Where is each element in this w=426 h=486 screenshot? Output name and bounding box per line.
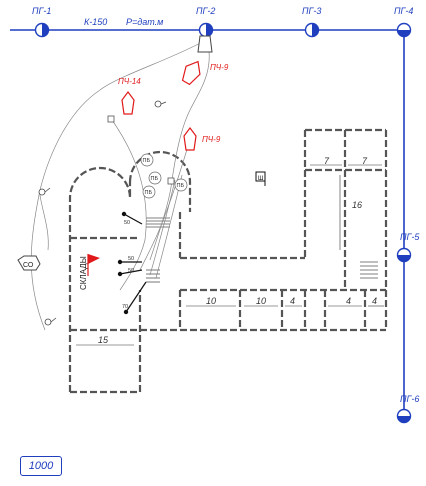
main-pipe-note: Р=дат.м	[126, 17, 163, 27]
hydrant-pg1: ПГ-1	[32, 6, 51, 38]
pump-icon	[197, 35, 213, 53]
nozzle-label: 50	[128, 256, 134, 262]
nozzle-label: 50	[124, 220, 130, 226]
dim-label: 4	[372, 296, 377, 306]
water-source: СО	[17, 255, 41, 271]
dim-label: 4	[290, 296, 295, 306]
water-source-label: СО	[23, 262, 34, 269]
truck-pch9-top: ПЧ-9	[181, 60, 229, 86]
dim-label: 4	[346, 296, 351, 306]
building-label: СКЛАДЫ	[79, 256, 88, 290]
dim-label: 16	[352, 200, 362, 210]
nozzle-label: 70	[122, 304, 128, 310]
hydrant-label: ПГ-3	[302, 6, 321, 16]
dim-label: 10	[256, 296, 266, 306]
hydrant-label: ПГ-5	[400, 232, 420, 242]
hydrant-label: ПГ-4	[394, 6, 413, 16]
truck-pch9-mid: ПЧ-9	[183, 127, 221, 151]
truck-pch14: ПЧ-14	[118, 77, 141, 115]
sleeve-label: ПБ	[177, 183, 185, 189]
dim-label: 7	[324, 156, 330, 166]
hydrant-pg4: ПГ-4	[394, 6, 413, 38]
hydrant-label: ПГ-6	[400, 394, 419, 404]
hydrant-label: ПГ-2	[196, 6, 215, 16]
dimension-lines	[76, 164, 384, 346]
hydrant-pg5: ПГ-5	[396, 232, 420, 263]
command-post-icon: Ш	[255, 171, 266, 186]
lamp-icons	[38, 100, 167, 326]
scale-label: 1000	[20, 456, 62, 476]
main-pipe-label: К-150	[84, 17, 107, 27]
fire-flag-icon	[87, 254, 100, 276]
hydrant-pg2: ПГ-2	[196, 6, 215, 38]
dim-label: 10	[206, 296, 216, 306]
nozzles	[117, 211, 147, 315]
nozzle-label: 50	[128, 268, 134, 274]
stairs	[146, 217, 378, 283]
hydrant-pg3: ПГ-3	[302, 6, 321, 38]
svg-text:Ш: Ш	[258, 176, 264, 182]
dim-label: 7	[362, 156, 368, 166]
sleeve-label: ПБ	[143, 158, 151, 164]
truck-label: ПЧ-14	[118, 77, 141, 86]
truck-label: ПЧ-9	[202, 135, 221, 144]
dim-label: 15	[98, 335, 109, 345]
sleeve-label: ПБ	[151, 176, 159, 182]
hydrant-label: ПГ-1	[32, 6, 51, 16]
building-walls	[68, 128, 388, 394]
sleeve-markers: ПБ ПБ ПБ ПБ	[140, 153, 188, 199]
sleeve-label: ПБ	[145, 190, 153, 196]
truck-label: ПЧ-9	[210, 63, 229, 72]
hydrant-pg6: ПГ-6	[396, 394, 419, 424]
